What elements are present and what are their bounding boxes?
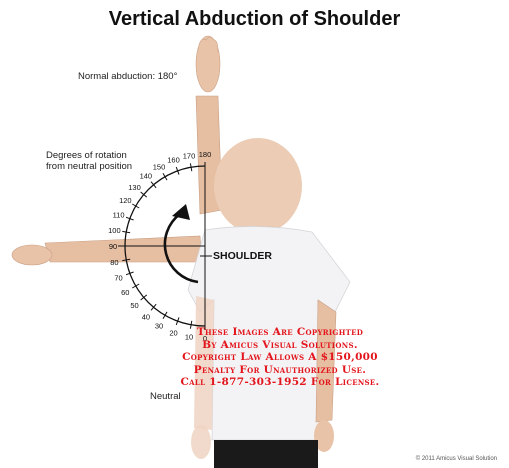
scale-tick <box>122 231 130 232</box>
copyright-line: By Amicus Visual Solutions. <box>140 339 420 352</box>
scale-tick <box>132 284 139 288</box>
scale-tick <box>163 312 167 319</box>
scale-tick <box>163 173 167 180</box>
scale-tick-label: 60 <box>121 288 129 297</box>
scale-tick <box>132 204 139 208</box>
scale-tick-label: 80 <box>110 258 118 267</box>
copyright-watermark: These Images Are Copyrighted By Amicus V… <box>140 326 420 389</box>
degrees-label: Degrees of rotation from neutral positio… <box>46 150 132 172</box>
horizontal-hand <box>12 245 52 265</box>
degrees-label-line1: Degrees of rotation <box>46 150 132 161</box>
normal-abduction-label: Normal abduction: 180° <box>78 71 177 82</box>
scale-tick-label: 130 <box>128 183 141 192</box>
neutral-label: Neutral <box>150 391 181 402</box>
copyright-line: Penalty For Unauthorized Use. <box>140 364 420 377</box>
scale-tick-label: 150 <box>153 162 166 171</box>
scale-tick-label: 70 <box>114 273 122 282</box>
pants <box>214 440 318 468</box>
scale-tick-label: 90 <box>109 242 117 251</box>
scale-tick <box>190 163 191 171</box>
horizontal-arm <box>45 236 202 262</box>
scale-tick-label: 140 <box>140 172 153 181</box>
copyright-line: These Images Are Copyrighted <box>140 326 420 339</box>
degrees-label-line2: from neutral position <box>46 161 132 172</box>
scale-tick-label: 50 <box>130 301 138 310</box>
copyright-line: Copyright Law Allows A $150,000 <box>140 351 420 364</box>
credit-text: © 2011 Amicus Visual Solution <box>416 456 497 462</box>
scale-tick-label: 180 <box>199 150 212 159</box>
scale-tick-label: 100 <box>108 226 121 235</box>
shoulder-label: SHOULDER <box>213 250 272 262</box>
copyright-line: Call 1-877-303-1952 For License. <box>140 376 420 389</box>
head <box>214 138 302 234</box>
scale-tick-label: 160 <box>167 156 180 165</box>
scale-tick-label: 170 <box>183 151 196 160</box>
scale-tick-label: 120 <box>119 196 132 205</box>
scale-tick-label: 110 <box>113 211 125 220</box>
scale-tick-label: 40 <box>142 312 150 321</box>
